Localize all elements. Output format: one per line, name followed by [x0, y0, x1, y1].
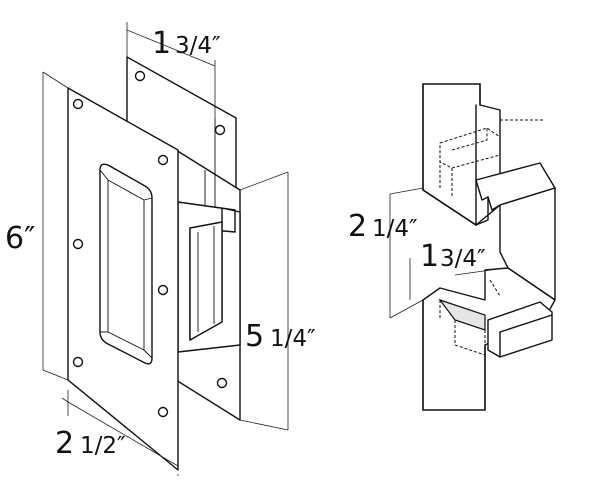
screw-hole-icon [134, 70, 146, 82]
screw-hole-icon [157, 284, 169, 296]
jaw-face [189, 221, 223, 341]
door-frame [422, 83, 556, 411]
dim-depth-frac: 3/4″ [175, 33, 221, 59]
screw-hole-icon [72, 238, 84, 250]
hidden-top-block [439, 119, 545, 198]
screw-hole-icon [214, 124, 226, 136]
dim-depth-label: 1 3/4″ [152, 26, 221, 61]
dim-body-height-label: 5 1/4″ [245, 319, 316, 354]
left-dimensions [42, 22, 289, 476]
screw-hole-icon [72, 356, 84, 368]
screw-hole-icon [157, 154, 169, 166]
dim-mortise-whole: 2 [348, 209, 367, 244]
strike-assembly [67, 56, 241, 471]
dim-mortise-label: 2 1/4″ [348, 209, 418, 244]
lower-receiver [487, 301, 553, 358]
dim-mortise-frac: 1/4″ [372, 216, 418, 242]
screw-hole-icon [72, 98, 84, 110]
pocket-corner-2 [143, 197, 153, 201]
right-dimensions [389, 187, 506, 319]
screw-holes [72, 70, 228, 418]
dim-mortise-depth-frac: 3/4″ [440, 246, 486, 272]
pocket-corner-1 [99, 169, 109, 181]
screw-hole-icon [216, 377, 228, 389]
dim-depth-whole: 1 [152, 26, 171, 61]
dim-width-label: 2 1/2″ [55, 426, 126, 461]
dim-mortise-depth-label: 1 3/4″ [420, 239, 486, 274]
dim-mortise-depth-whole: 1 [420, 239, 439, 274]
upper-lip [475, 162, 556, 211]
dim-width-frac: 1/2″ [80, 433, 126, 459]
pocket-corner-3 [143, 349, 153, 359]
dim-body-height-whole: 5 [245, 319, 264, 354]
dim-height-total: 6″ [5, 221, 35, 256]
dim-width-whole: 2 [55, 426, 74, 461]
dim-body-height-frac: 1/4″ [270, 326, 316, 352]
screw-hole-icon [157, 406, 169, 418]
